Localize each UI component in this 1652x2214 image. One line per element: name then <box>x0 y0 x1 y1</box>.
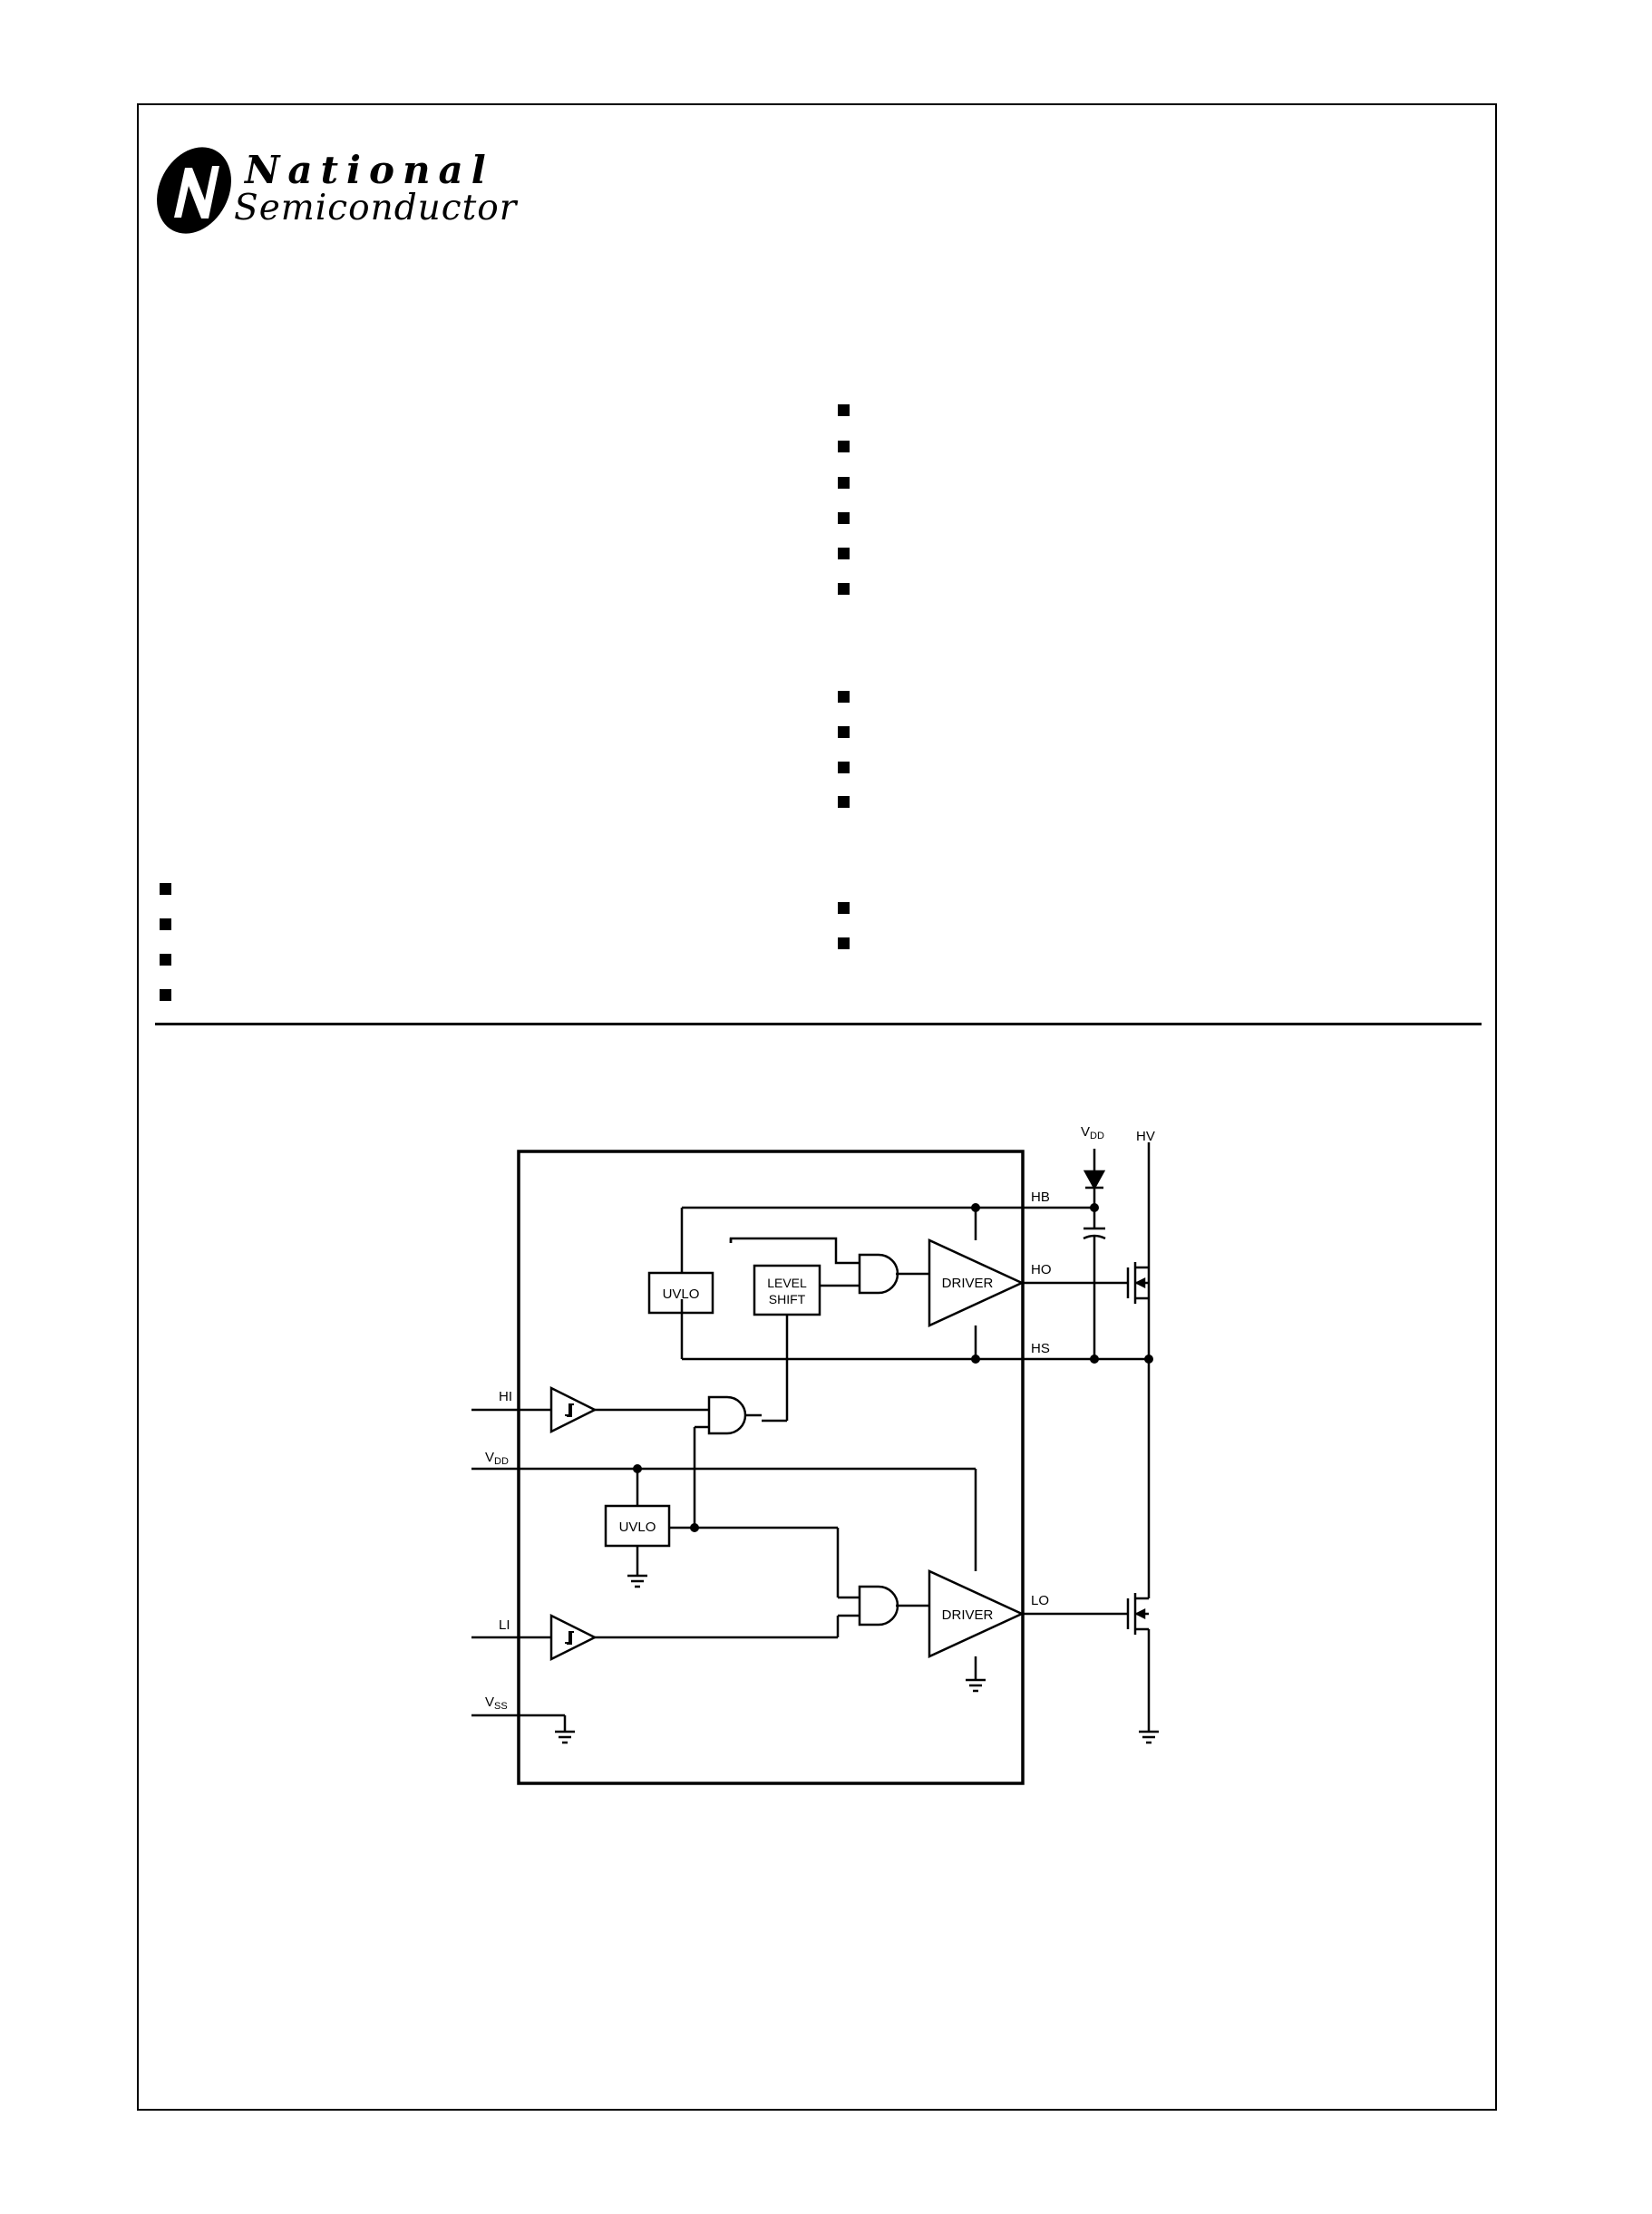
level-shift-label-2: SHIFT <box>769 1292 806 1306</box>
national-semiconductor-logo: National Semiconductor <box>154 141 517 240</box>
bullet-marker <box>838 477 850 489</box>
bullet-marker <box>160 989 171 1001</box>
bullet-marker <box>838 796 850 808</box>
level-shift-label-1: LEVEL <box>767 1276 807 1290</box>
pin-lo-label: LO <box>1031 1593 1049 1608</box>
bootstrap-diode-icon <box>1083 1170 1106 1190</box>
pin-vss-label: VSS <box>485 1694 508 1712</box>
pin-vdd-label: VDD <box>485 1450 509 1467</box>
pin-ho-label: HO <box>1031 1262 1052 1277</box>
driver-high-label: DRIVER <box>942 1276 994 1291</box>
driver-low <box>928 1569 1025 1658</box>
external-hv-label: HV <box>1136 1129 1155 1144</box>
bullet-marker <box>838 441 850 452</box>
logo-wordmark-line2: Semiconductor <box>234 188 518 228</box>
section-divider <box>155 1023 1482 1025</box>
bullet-marker <box>838 726 850 738</box>
external-vdd-label: VDD <box>1081 1124 1104 1141</box>
bullet-marker <box>838 512 850 524</box>
bullet-marker <box>838 937 850 949</box>
bullet-marker <box>160 883 171 895</box>
and-gate-low <box>858 1585 899 1627</box>
bullet-marker <box>838 404 850 416</box>
uvlo-high-block <box>647 1271 714 1315</box>
bullet-marker <box>160 954 171 966</box>
uvlo-low-label: UVLO <box>619 1520 656 1535</box>
and-gate-high <box>858 1253 899 1295</box>
and-gate-hi <box>707 1395 747 1435</box>
bullet-marker <box>838 548 850 559</box>
pin-hs-label: HS <box>1031 1341 1050 1356</box>
page-frame <box>137 103 1497 2111</box>
level-shift-block <box>753 1264 821 1316</box>
uvlo-high-label: UVLO <box>663 1287 700 1302</box>
pin-hi-label: HI <box>499 1389 512 1404</box>
li-input-buffer <box>549 1613 598 1662</box>
bullet-marker <box>838 583 850 595</box>
national-logo-mark-icon <box>157 147 231 234</box>
bullet-marker <box>160 918 171 930</box>
bullet-marker <box>838 762 850 773</box>
ic-package-outline <box>517 1150 1025 1785</box>
driver-low-label: DRIVER <box>942 1607 994 1623</box>
pin-hb-label: HB <box>1031 1190 1050 1205</box>
pin-li-label: LI <box>499 1617 510 1633</box>
bullet-marker <box>838 691 850 703</box>
logo-wordmark-line1: National <box>245 148 494 192</box>
hi-input-buffer <box>549 1385 598 1434</box>
bullet-marker <box>838 902 850 914</box>
driver-high <box>928 1238 1025 1327</box>
block-diagram: UVLO LEVEL SHIFT DRIVER UVLO DRIVER HB H… <box>471 1124 1159 1785</box>
